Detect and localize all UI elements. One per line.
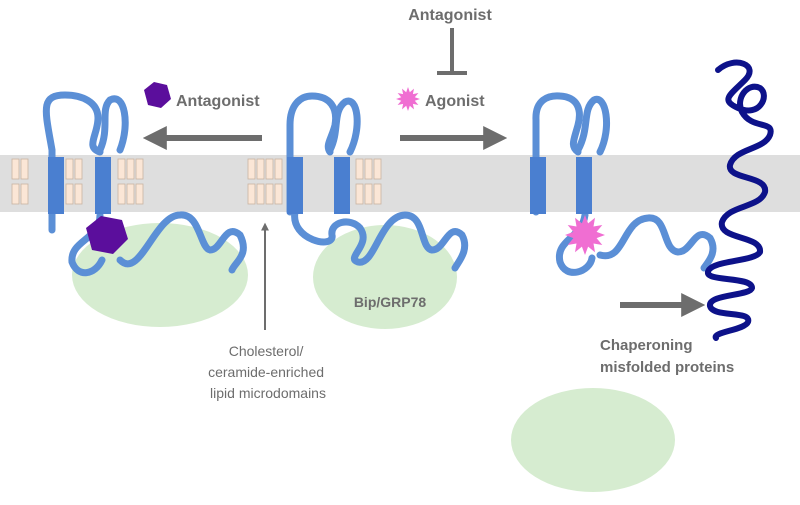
receptor-right-helix-1 [530, 157, 546, 214]
lipid-molecule [74, 183, 83, 205]
lipid-molecule [65, 183, 74, 205]
lipid-molecule [265, 158, 274, 180]
lipid-molecule [65, 158, 74, 180]
bip-blob-center [313, 225, 457, 329]
lipid-molecule [117, 158, 126, 180]
lipid-molecule [126, 158, 135, 180]
chaperoning-line-1: Chaperoning [600, 337, 693, 354]
misfolded-protein [705, 59, 774, 341]
lipid-molecule [355, 183, 364, 205]
lipid-molecule [11, 183, 20, 205]
receptor-right [530, 92, 717, 276]
lipid-molecule [364, 183, 373, 205]
receptor-left-helix-1 [48, 157, 64, 214]
lipid-molecule [373, 158, 382, 180]
lipid-molecule [265, 183, 274, 205]
receptor-right-helix-2 [576, 157, 592, 214]
receptor-left-helix-2 [95, 157, 111, 214]
antagonist-top-label: Antagonist [408, 7, 492, 24]
chaperoning-label: Chaperoning misfolded proteins [600, 337, 734, 376]
antagonist-label: Antagonist [176, 93, 260, 110]
lipid-molecule [373, 183, 382, 205]
agonist-icon [396, 87, 420, 111]
lipid-molecule [135, 183, 144, 205]
receptor-center [286, 92, 469, 272]
bip-label: Bip/GRP78 [354, 294, 427, 310]
lipid-molecule [364, 158, 373, 180]
lipid-molecule [135, 158, 144, 180]
agonist-bound-icon [565, 215, 605, 255]
lipid-microdomains [11, 158, 382, 205]
microdomain-line-3: lipid microdomains [210, 385, 326, 401]
microdomain-line-1: Cholesterol/ [229, 343, 304, 359]
lipid-molecule [256, 183, 265, 205]
antagonist-bound-icon [86, 216, 128, 254]
lipid-molecule [126, 183, 135, 205]
lipid-molecule [274, 158, 283, 180]
lipid-molecule [274, 183, 283, 205]
lipid-molecule [11, 158, 20, 180]
lipid-molecule [117, 183, 126, 205]
lipid-molecule [355, 158, 364, 180]
lipid-molecule [20, 183, 29, 205]
agonist-label: Agonist [425, 93, 485, 110]
receptor-center-helix-2 [334, 157, 350, 214]
antagonist-icon [144, 82, 171, 108]
bip-blob-free [511, 388, 675, 492]
lipid-molecule [74, 158, 83, 180]
lipid-molecule [247, 158, 256, 180]
lipid-molecule [256, 158, 265, 180]
receptor-center-helix-1 [287, 157, 303, 214]
lipid-molecule [247, 183, 256, 205]
chaperoning-line-2: misfolded proteins [600, 359, 734, 376]
lipid-molecule [20, 158, 29, 180]
microdomain-line-2: ceramide-enriched [208, 364, 324, 380]
microdomain-label: Cholesterol/ ceramide-enriched lipid mic… [208, 343, 328, 401]
